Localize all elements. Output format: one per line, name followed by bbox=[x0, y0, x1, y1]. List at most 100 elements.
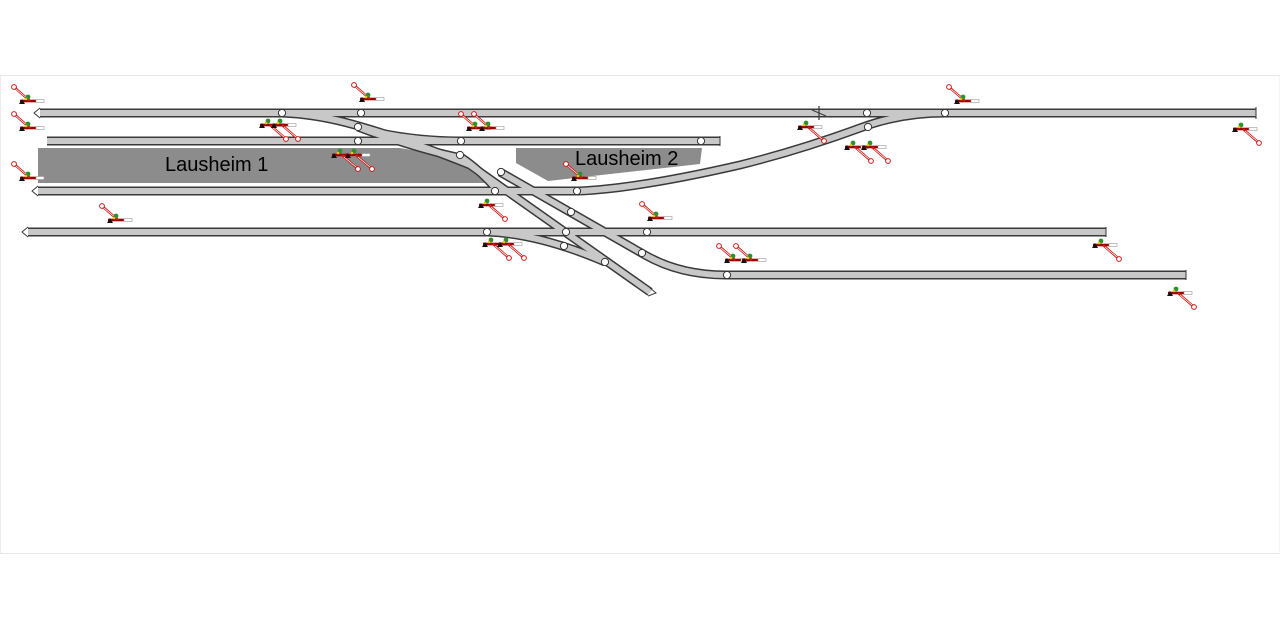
turnout-marker[interactable] bbox=[863, 122, 873, 132]
signal-pointer bbox=[741, 258, 747, 263]
signal-pointer bbox=[19, 126, 25, 131]
signal-plate bbox=[494, 203, 504, 207]
platform-2-label: Lausheim 2 bbox=[575, 148, 678, 170]
turnout-marker[interactable] bbox=[482, 227, 492, 237]
signal-pointer bbox=[482, 242, 488, 247]
signal-pointer bbox=[331, 153, 337, 158]
signal-pointer bbox=[571, 176, 577, 181]
signal-symbol[interactable] bbox=[1232, 122, 1262, 146]
signal-arm-disc bbox=[1116, 256, 1122, 262]
signal-pointer bbox=[1232, 127, 1238, 132]
signal-symbol[interactable] bbox=[345, 148, 375, 172]
signal-arm-disc bbox=[733, 243, 739, 249]
platform-lausheim-2[interactable] bbox=[516, 148, 702, 181]
turnout-marker[interactable] bbox=[637, 248, 647, 258]
signal-arm-highlight bbox=[1104, 246, 1118, 258]
turnout-marker[interactable] bbox=[600, 257, 610, 267]
track-end-left-3 bbox=[31, 185, 39, 197]
signal-arm-highlight bbox=[809, 128, 823, 140]
signal-lamp-yellow bbox=[471, 124, 475, 128]
signal-symbol[interactable] bbox=[351, 82, 385, 102]
signal-lamp-yellow bbox=[502, 240, 506, 244]
signal-arm-disc bbox=[563, 161, 569, 167]
turnout-marker[interactable] bbox=[496, 167, 506, 177]
signal-arm-disc bbox=[355, 166, 361, 172]
signal-lamp-yellow bbox=[576, 174, 580, 178]
signal-symbol[interactable] bbox=[497, 237, 527, 261]
signal-lamp-yellow bbox=[112, 216, 116, 220]
signal-plate bbox=[587, 176, 597, 180]
signal-lamp-yellow bbox=[652, 214, 656, 218]
turnout-marker[interactable] bbox=[456, 136, 466, 146]
signal-symbol[interactable] bbox=[861, 140, 891, 164]
signal-symbol[interactable] bbox=[797, 120, 827, 144]
signal-symbol[interactable] bbox=[99, 203, 133, 223]
turnout-marker[interactable] bbox=[696, 136, 706, 146]
signal-pointer bbox=[1092, 243, 1098, 248]
signal-lamp-yellow bbox=[802, 123, 806, 127]
signal-symbol[interactable] bbox=[11, 84, 45, 104]
signal-symbol[interactable] bbox=[271, 118, 301, 142]
track-markers bbox=[277, 108, 950, 280]
turnout-marker[interactable] bbox=[559, 241, 569, 251]
signal-pointer bbox=[19, 176, 25, 181]
platform-lausheim-1[interactable] bbox=[38, 148, 495, 183]
turnout-marker[interactable] bbox=[862, 108, 872, 118]
signal-symbol[interactable] bbox=[733, 243, 767, 263]
turnout-marker[interactable] bbox=[940, 108, 950, 118]
signal-pointer bbox=[259, 123, 265, 128]
turnout-marker[interactable] bbox=[353, 136, 363, 146]
turnout-marker[interactable] bbox=[722, 270, 732, 280]
signal-arm-highlight bbox=[856, 148, 870, 160]
signal-arm-highlight bbox=[509, 245, 523, 257]
signal-symbol[interactable] bbox=[11, 161, 45, 181]
signal-lamp-yellow bbox=[1237, 125, 1241, 129]
signal-symbol[interactable] bbox=[11, 111, 45, 131]
signal-plate bbox=[375, 97, 385, 101]
track-end-left-4 bbox=[21, 226, 29, 238]
signal-lamp-yellow bbox=[849, 143, 853, 147]
signal-symbol[interactable] bbox=[1092, 238, 1122, 262]
turnout-marker[interactable] bbox=[566, 207, 576, 217]
signal-lamp-yellow bbox=[276, 121, 280, 125]
signal-symbol[interactable] bbox=[471, 111, 505, 131]
signal-symbol[interactable] bbox=[639, 201, 673, 221]
signal-pointer bbox=[1167, 291, 1173, 296]
signal-symbol[interactable] bbox=[946, 84, 980, 104]
signal-plate bbox=[757, 258, 767, 262]
turnout-marker[interactable] bbox=[455, 150, 465, 160]
signal-pointer bbox=[19, 99, 25, 104]
signal-plate bbox=[361, 153, 371, 157]
signal-pointer bbox=[497, 242, 503, 247]
signal-arm-disc bbox=[11, 111, 17, 117]
turnout-marker[interactable] bbox=[642, 227, 652, 237]
signal-plate bbox=[813, 125, 823, 129]
signal-symbol[interactable] bbox=[478, 198, 508, 222]
signal-lamp-yellow bbox=[336, 151, 340, 155]
signal-symbol[interactable] bbox=[716, 243, 750, 263]
signals bbox=[11, 82, 1262, 310]
turnout-marker[interactable] bbox=[561, 227, 571, 237]
signal-pointer bbox=[466, 126, 472, 131]
signal-plate bbox=[35, 99, 45, 103]
turnout-marker[interactable] bbox=[353, 122, 363, 132]
signal-plate bbox=[1248, 127, 1258, 131]
turnout-marker[interactable] bbox=[356, 108, 366, 118]
signal-pointer bbox=[844, 145, 850, 150]
signal-arm-highlight bbox=[283, 126, 297, 138]
track-end-diagonal bbox=[647, 287, 657, 297]
signal-arm-disc bbox=[868, 158, 874, 164]
signal-lamp-yellow bbox=[24, 124, 28, 128]
signal-symbol[interactable] bbox=[1167, 286, 1197, 310]
signal-symbol[interactable] bbox=[563, 161, 597, 181]
turnout-marker[interactable] bbox=[572, 186, 582, 196]
signal-arm-disc bbox=[471, 111, 477, 117]
signal-arm-highlight bbox=[490, 206, 504, 218]
turnout-marker[interactable] bbox=[277, 108, 287, 118]
signal-lamp-yellow bbox=[484, 124, 488, 128]
signal-lamp-yellow bbox=[24, 97, 28, 101]
turnout-marker[interactable] bbox=[490, 186, 500, 196]
signal-pointer bbox=[107, 218, 113, 223]
signal-arm-highlight bbox=[1244, 130, 1258, 142]
signal-arm-disc bbox=[283, 136, 289, 142]
